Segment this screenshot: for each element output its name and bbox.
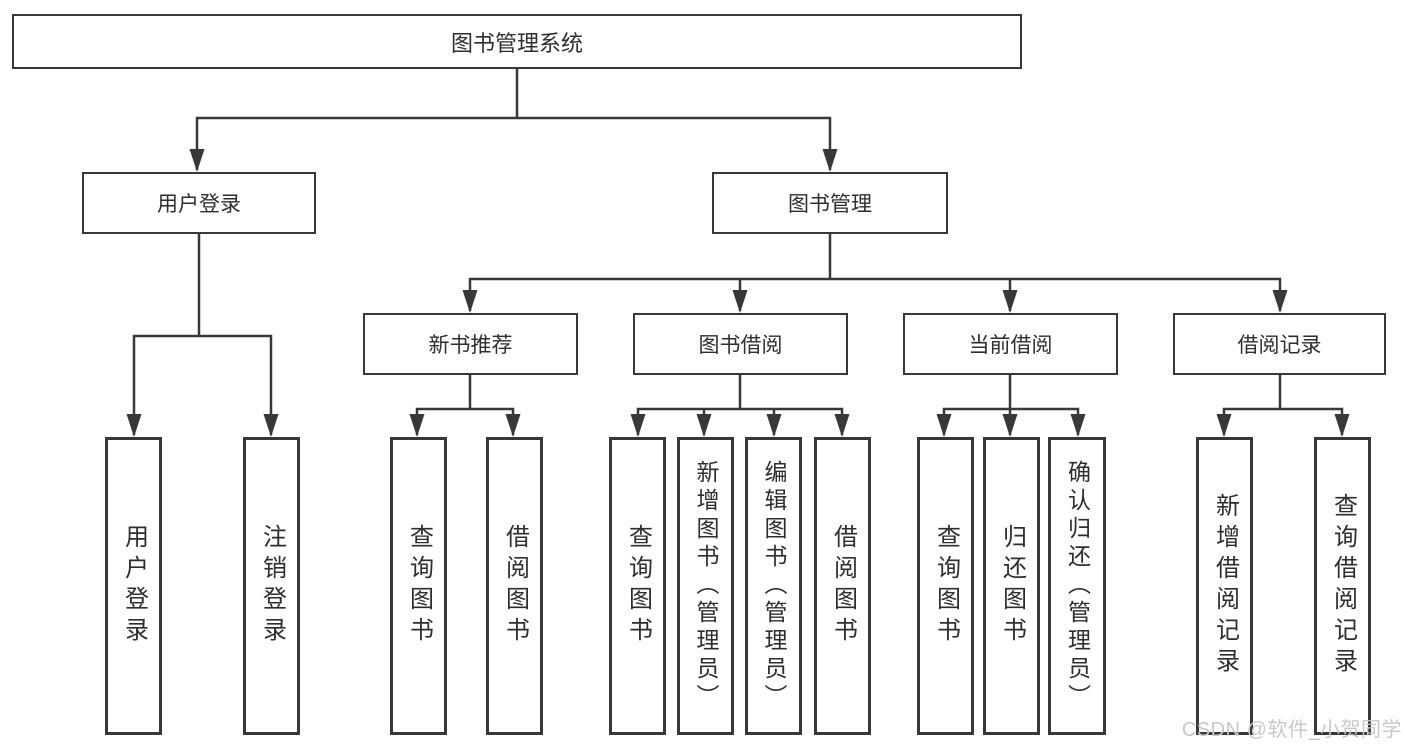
- leaf-add-borrow-record: 新增借阅记录: [1196, 437, 1253, 735]
- leaf-confirm-return-admin: 确认归还（管理员）: [1048, 437, 1106, 735]
- leaf-user-login: 用户登录: [105, 437, 162, 735]
- leaf-borrow-books: 借阅图书: [814, 437, 871, 735]
- leaf-query-borrow-record: 查询借阅记录: [1314, 437, 1371, 735]
- leaf-recommend-borrow-books: 借阅图书: [486, 437, 543, 735]
- node-book-management: 图书管理: [712, 172, 948, 234]
- leaf-recommend-query-books: 查询图书: [390, 437, 447, 735]
- leaf-add-books-admin: 新增图书（管理员）: [677, 437, 734, 735]
- arrowheads: [126, 149, 1350, 437]
- leaf-borrow-query-books: 查询图书: [609, 437, 666, 735]
- node-user-login: 用户登录: [82, 172, 316, 234]
- node-current-borrow: 当前借阅: [903, 313, 1118, 375]
- leaf-edit-books-admin: 编辑图书（管理员）: [745, 437, 802, 735]
- node-book-borrow: 图书借阅: [633, 313, 848, 375]
- node-new-book-recommend: 新书推荐: [363, 313, 578, 375]
- node-root-system: 图书管理系统: [12, 14, 1022, 69]
- leaf-current-query-books: 查询图书: [917, 437, 974, 735]
- csdn-watermark: CSDN @软件_小贺同学: [1181, 719, 1402, 741]
- leaf-return-books: 归还图书: [983, 437, 1040, 735]
- node-borrow-records: 借阅记录: [1173, 313, 1386, 375]
- leaf-logout: 注销登录: [243, 437, 300, 735]
